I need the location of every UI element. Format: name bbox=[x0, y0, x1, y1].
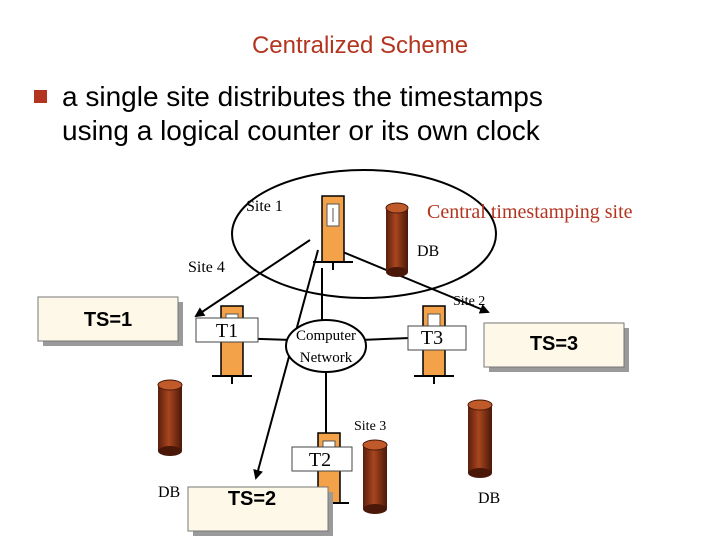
site4-database-icon bbox=[157, 379, 183, 456]
label-site3: Site 3 bbox=[354, 419, 386, 434]
site2-database-icon bbox=[467, 399, 493, 478]
transaction-t1-label: T1 bbox=[216, 320, 238, 342]
arrow-to-site2 bbox=[337, 249, 490, 314]
label-db-left: DB bbox=[158, 484, 180, 501]
central-database-icon bbox=[385, 202, 409, 277]
timestamp-label-1: TS=1 bbox=[84, 309, 132, 331]
bullet-marker bbox=[34, 90, 47, 103]
transaction-t3-box bbox=[407, 325, 467, 351]
label-network-line1: Computer bbox=[296, 328, 356, 344]
label-network-line2: Network bbox=[300, 350, 353, 366]
transaction-t2-label: T2 bbox=[309, 449, 331, 471]
label-db-central: DB bbox=[417, 243, 439, 260]
slide-title: Centralized Scheme bbox=[251, 32, 469, 59]
bullet-line-1: a single site distributes the timestamps bbox=[62, 81, 543, 112]
label-site2: Site 2 bbox=[453, 294, 485, 309]
bullet-line-2: using a logical counter or its own clock bbox=[62, 115, 540, 146]
label-central-site: Central timestamping site bbox=[427, 201, 633, 223]
link-network-t3 bbox=[359, 337, 411, 341]
timestamp-label-2: TS=2 bbox=[228, 488, 276, 510]
transaction-t1-box bbox=[195, 317, 259, 343]
label-db-right: DB bbox=[478, 490, 500, 507]
arrow-to-site3 bbox=[253, 249, 319, 480]
site3-database-icon bbox=[362, 439, 388, 514]
computer-network-ellipse bbox=[285, 319, 367, 373]
timestamp-box-1 bbox=[37, 296, 183, 346]
central-site-ellipse bbox=[231, 169, 497, 299]
central-server-icon bbox=[313, 195, 353, 270]
transaction-t3-label: T3 bbox=[421, 327, 443, 349]
timestamp-box-2 bbox=[187, 486, 333, 536]
label-site4: Site 4 bbox=[188, 259, 225, 276]
transaction-t2-box bbox=[291, 446, 353, 472]
arrow-to-site4 bbox=[194, 239, 311, 318]
timestamp-label-3: TS=3 bbox=[530, 333, 578, 355]
timestamp-box-3 bbox=[483, 322, 629, 372]
label-site1: Site 1 bbox=[246, 198, 283, 215]
